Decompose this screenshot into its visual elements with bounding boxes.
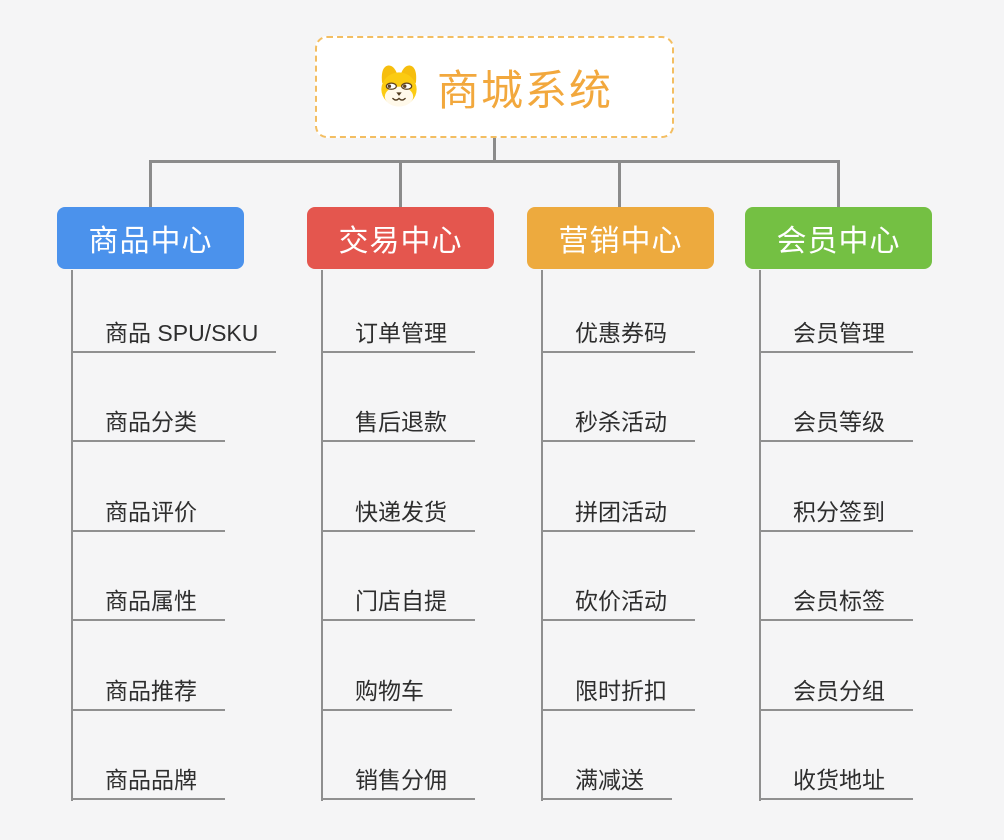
leaf-topic: 商品品牌 <box>71 762 225 800</box>
branch-header-member-center: 会员中心 <box>745 207 932 269</box>
leaf-topic: 限时折扣 <box>541 673 695 711</box>
leaf-topic: 满减送 <box>541 762 672 800</box>
leaf-topic: 会员分组 <box>759 673 913 711</box>
connector-drop-trade <box>399 160 402 207</box>
connector-trunk-trade <box>321 270 323 801</box>
leaf-topic: 门店自提 <box>321 583 475 621</box>
connector-horizontal-bar <box>149 160 840 163</box>
shiba-dog-icon <box>381 65 417 107</box>
leaf-topic: 商品 SPU/SKU <box>71 315 276 353</box>
leaf-topic: 会员等级 <box>759 404 913 442</box>
leaf-topic: 收货地址 <box>759 762 913 800</box>
leaf-topic: 会员标签 <box>759 583 913 621</box>
connector-trunk-member <box>759 270 761 801</box>
connector-drop-member <box>837 160 840 207</box>
leaf-topic: 商品评价 <box>71 494 225 532</box>
branch-header-trade-center: 交易中心 <box>307 207 494 269</box>
leaf-topic: 商品推荐 <box>71 673 225 711</box>
leaf-topic: 砍价活动 <box>541 583 695 621</box>
leaf-topic: 商品分类 <box>71 404 225 442</box>
leaf-topic: 快递发货 <box>321 494 475 532</box>
branch-header-product-center: 商品中心 <box>57 207 244 269</box>
leaf-topic: 会员管理 <box>759 315 913 353</box>
root-topic-title: 商城系统 <box>436 66 613 114</box>
leaf-topic: 优惠券码 <box>541 315 695 353</box>
leaf-topic: 售后退款 <box>321 404 475 442</box>
leaf-topic: 订单管理 <box>321 315 475 353</box>
connector-drop-marketing <box>618 160 621 207</box>
leaf-topic: 商品属性 <box>71 583 225 621</box>
branch-header-marketing-center: 营销中心 <box>527 207 714 269</box>
connector-trunk-product <box>71 270 73 801</box>
leaf-topic: 销售分佣 <box>321 762 475 800</box>
root-topic: 商城系统 <box>315 36 674 138</box>
leaf-topic: 秒杀活动 <box>541 404 695 442</box>
leaf-topic: 拼团活动 <box>541 494 695 532</box>
connector-drop-product <box>149 160 152 207</box>
leaf-topic: 购物车 <box>321 673 452 711</box>
leaf-topic: 积分签到 <box>759 494 913 532</box>
connector-root-stem <box>493 138 496 162</box>
connector-trunk-marketing <box>541 270 543 801</box>
